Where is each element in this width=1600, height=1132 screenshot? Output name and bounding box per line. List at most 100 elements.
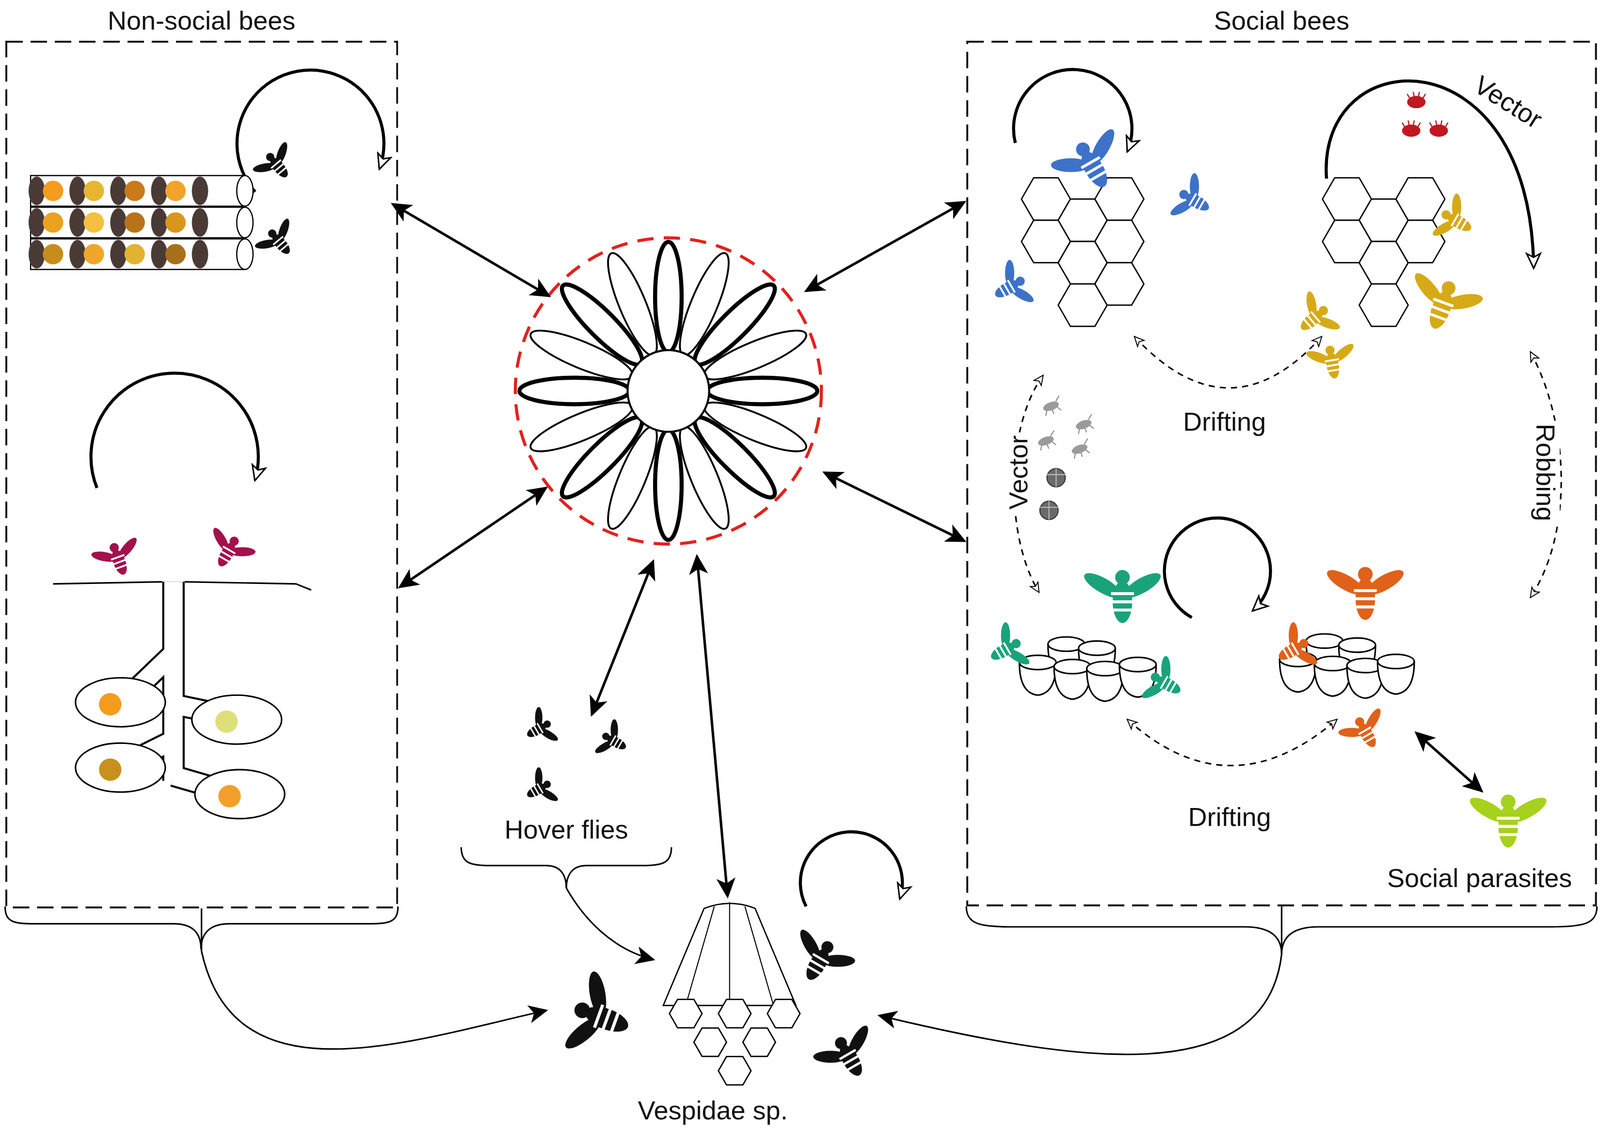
aphid-body xyxy=(1074,417,1093,432)
brood-chamber xyxy=(75,677,166,727)
group-title: Social bees xyxy=(1206,5,1358,36)
mite xyxy=(1407,91,1426,109)
stripe xyxy=(530,727,537,737)
comb-cell xyxy=(718,999,752,1028)
double-arrow xyxy=(592,561,654,715)
head xyxy=(227,534,241,548)
head xyxy=(832,1034,850,1052)
group-box: Social beesSocial parasites xyxy=(966,40,1598,907)
brace xyxy=(5,906,202,949)
stripe xyxy=(112,559,127,565)
label-node: Hover flies xyxy=(504,814,629,888)
curved-connector xyxy=(201,908,546,1049)
comb-cell xyxy=(1395,177,1445,221)
flow-label: Vector xyxy=(1466,68,1550,136)
flower xyxy=(515,237,822,544)
brood-cell xyxy=(42,212,64,233)
insect xyxy=(779,923,861,996)
mite-body xyxy=(1407,96,1426,109)
comb-cell xyxy=(718,1056,752,1085)
abdomen xyxy=(1425,288,1457,332)
envelope-line xyxy=(685,901,774,1006)
aphid-body xyxy=(1041,399,1060,413)
stripe xyxy=(594,1004,603,1028)
insect xyxy=(251,214,307,269)
mite-body xyxy=(1429,124,1449,137)
partition xyxy=(150,176,168,206)
stripe xyxy=(1303,318,1313,330)
tube-end xyxy=(236,207,254,238)
beetle-mark xyxy=(1040,500,1059,520)
beetle xyxy=(1040,500,1059,520)
curved-connector xyxy=(879,906,1282,1055)
head xyxy=(1353,715,1366,728)
aphid-body xyxy=(1070,442,1089,456)
brace xyxy=(1281,906,1597,955)
stripe xyxy=(1496,832,1520,836)
cup-rim xyxy=(1086,661,1124,676)
beetle-body xyxy=(1040,500,1059,520)
stripe xyxy=(1198,198,1206,211)
group-box: Non-social bees xyxy=(5,40,399,909)
stripe xyxy=(1110,592,1134,595)
insect xyxy=(1466,792,1551,848)
cup-rim xyxy=(1338,637,1376,652)
head xyxy=(1500,794,1516,809)
insect xyxy=(1284,287,1345,349)
comb-cell xyxy=(1359,283,1408,327)
honey-comb xyxy=(1021,177,1145,327)
flower-center xyxy=(627,350,709,432)
stripe xyxy=(1325,364,1340,367)
head xyxy=(1177,188,1191,201)
cup-rim xyxy=(1377,654,1415,669)
comb-cell xyxy=(767,999,800,1028)
double-arrow xyxy=(824,472,965,541)
bumblebee-nest xyxy=(1279,633,1415,699)
node-label: Social parasites xyxy=(1387,862,1572,893)
head xyxy=(600,731,611,742)
ground-nest xyxy=(52,581,311,819)
brood-cell xyxy=(124,212,145,233)
head xyxy=(1324,344,1336,356)
aphid-leg xyxy=(1035,430,1059,451)
insect xyxy=(1044,122,1138,207)
head xyxy=(1440,208,1453,222)
dashed-border xyxy=(967,41,1597,906)
stripe xyxy=(1430,305,1452,314)
abdomen xyxy=(1324,351,1341,380)
brace xyxy=(966,906,1282,955)
comb-cell xyxy=(1094,262,1144,305)
stripe xyxy=(1110,600,1134,604)
aphid-body xyxy=(1037,434,1056,448)
petal xyxy=(699,321,812,389)
comb-cell xyxy=(1395,220,1445,263)
abdomen xyxy=(581,1001,632,1037)
brace xyxy=(566,847,672,888)
brood-cell xyxy=(165,243,186,265)
tube-end xyxy=(236,238,254,270)
partition xyxy=(150,208,168,237)
insect xyxy=(978,618,1035,681)
beetle xyxy=(1046,468,1066,487)
aphid-leg xyxy=(1069,438,1093,460)
flower-zone xyxy=(515,237,822,544)
stripe xyxy=(1496,816,1520,820)
head xyxy=(542,779,553,790)
stripe xyxy=(1460,218,1468,232)
brood-chamber xyxy=(192,694,282,744)
brood-chamber xyxy=(194,769,285,819)
brood-cell xyxy=(165,212,186,233)
stripe xyxy=(1353,605,1377,608)
group-title: Non-social bees xyxy=(99,5,304,36)
stripe xyxy=(610,1010,620,1034)
partition xyxy=(69,208,86,237)
cycle-arrow xyxy=(800,831,903,907)
cup-rim xyxy=(1119,656,1157,672)
stripe xyxy=(617,739,624,750)
insect xyxy=(591,716,637,767)
stripe xyxy=(1088,170,1108,182)
double-arrow xyxy=(392,204,549,296)
cycle-arrow xyxy=(1013,69,1132,151)
